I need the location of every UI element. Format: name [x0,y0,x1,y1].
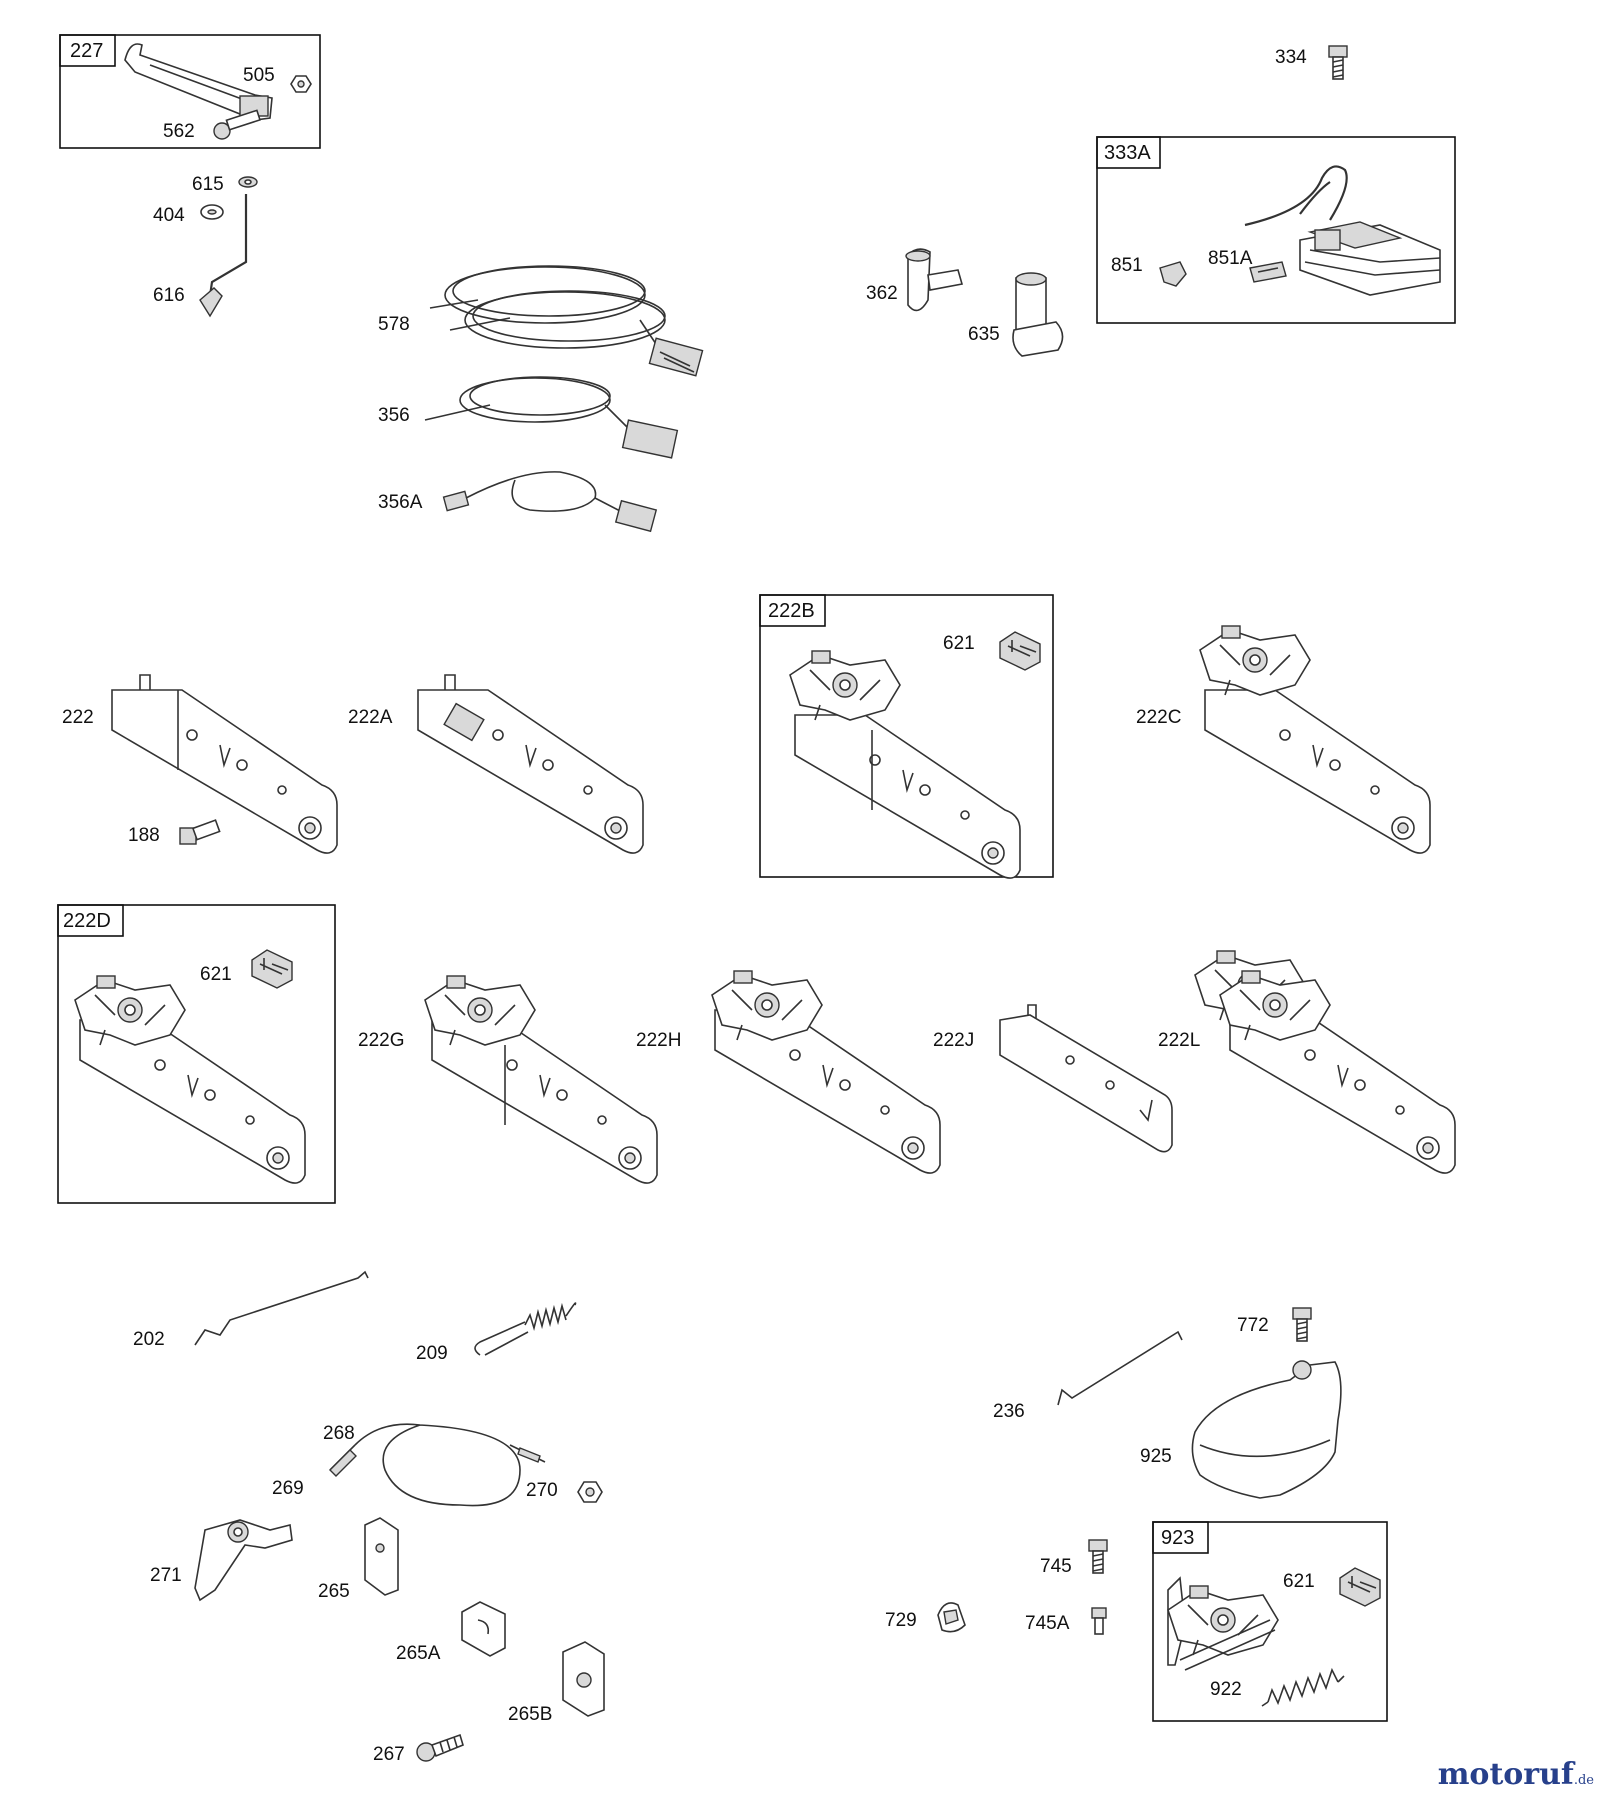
box-222D-frame [57,904,336,1204]
governor-plate-222G [424,975,658,1184]
label-267: 267 [373,1744,405,1765]
clamp-265B [562,1641,605,1717]
label-729: 729 [885,1610,917,1631]
cable-268 [329,1423,546,1507]
plate-222A [417,674,644,854]
label-851A: 851A [1208,248,1253,269]
label-236: 236 [993,1401,1025,1422]
bracket-271 [194,1519,293,1602]
spark-plug-boot-362 [905,248,964,312]
clip-621-222D [251,949,293,989]
label-222J: 222J [933,1030,975,1051]
label-222: 222 [62,707,94,728]
cover-925 [1191,1360,1342,1499]
spring-209 [474,1302,577,1356]
label-621-923: 621 [1283,1571,1315,1592]
label-222L: 222L [1158,1030,1201,1051]
label-925: 925 [1140,1446,1172,1467]
label-635: 635 [968,324,1000,345]
label-922: 922 [1210,1679,1242,1700]
spring-922 [1261,1667,1345,1707]
plate-222J [999,1004,1173,1153]
label-616: 616 [153,285,185,306]
label-222A: 222A [348,707,393,728]
label-404: 404 [153,205,185,226]
label-562: 562 [163,121,195,142]
wire-356 [424,376,679,459]
label-505: 505 [243,65,275,86]
link-616 [199,194,248,318]
label-265B: 265B [508,1704,553,1725]
clamp-265A [461,1601,506,1657]
label-265A: 265A [396,1643,441,1664]
box-label-222B: 222B [768,600,815,622]
wire-578 [429,265,704,377]
label-356A: 356A [378,492,423,513]
box-333A-frame [1096,136,1456,324]
clip-729 [937,1602,966,1633]
label-265: 265 [318,1581,350,1602]
box-label-222D: 222D [63,910,111,932]
nut-270 [577,1481,603,1503]
label-356: 356 [378,405,410,426]
label-271: 271 [150,1565,182,1586]
governor-plate-222B [789,650,1021,879]
governor-plate-222L [1194,950,1456,1174]
label-851: 851 [1111,255,1143,276]
ignition-armature-333A [1244,165,1441,296]
bolt-745 [1088,1539,1108,1574]
label-188: 188 [128,825,160,846]
wire-356A [442,471,658,533]
clip-851 [1159,261,1187,287]
box-label-923: 923 [1161,1527,1195,1549]
washer-404 [200,204,224,220]
label-772: 772 [1237,1315,1269,1336]
label-209: 209 [416,1343,448,1364]
label-615: 615 [192,174,224,195]
bolt-772 [1292,1307,1312,1342]
governor-plate-222C [1199,625,1431,854]
brand-watermark: motoruf.de [1437,1757,1594,1792]
clip-621-923 [1339,1567,1381,1607]
screw-745A [1091,1607,1107,1635]
label-222G: 222G [358,1030,405,1051]
label-621-222D: 621 [200,964,232,985]
washer-615 [238,176,258,188]
label-269: 269 [272,1478,304,1499]
spark-plug-boot-635 [1012,272,1064,357]
clip-621-222B [999,631,1041,671]
throttle-lever-227 [124,43,273,121]
label-621-222B: 621 [943,633,975,654]
label-270: 270 [526,1480,558,1501]
label-202: 202 [133,1329,165,1350]
governor-plate-222D [74,975,306,1184]
governor-assembly-923 [1167,1576,1279,1671]
screw-267 [416,1733,464,1762]
label-268: 268 [323,1423,355,1444]
label-362: 362 [866,283,898,304]
label-745: 745 [1040,1556,1072,1577]
clamp-265 [364,1517,399,1596]
box-222B-frame [759,594,1054,878]
governor-plate-222H [711,970,941,1174]
box-label-333A: 333A [1104,142,1151,164]
terminal-851A [1249,261,1287,283]
box-923-frame [1152,1521,1388,1722]
rod-202 [194,1270,369,1346]
nut-505 [290,75,312,93]
rod-236 [1057,1330,1183,1406]
label-578: 578 [378,314,410,335]
label-745A: 745A [1025,1613,1070,1634]
box-227-frame [59,34,321,149]
bolt-334 [1328,45,1348,80]
label-222H: 222H [636,1030,682,1051]
label-222C: 222C [1136,707,1182,728]
bolt-188 [179,819,221,845]
box-label-227: 227 [70,40,104,62]
plate-222 [111,674,338,854]
screw-562 [213,109,261,140]
label-334: 334 [1275,47,1307,68]
